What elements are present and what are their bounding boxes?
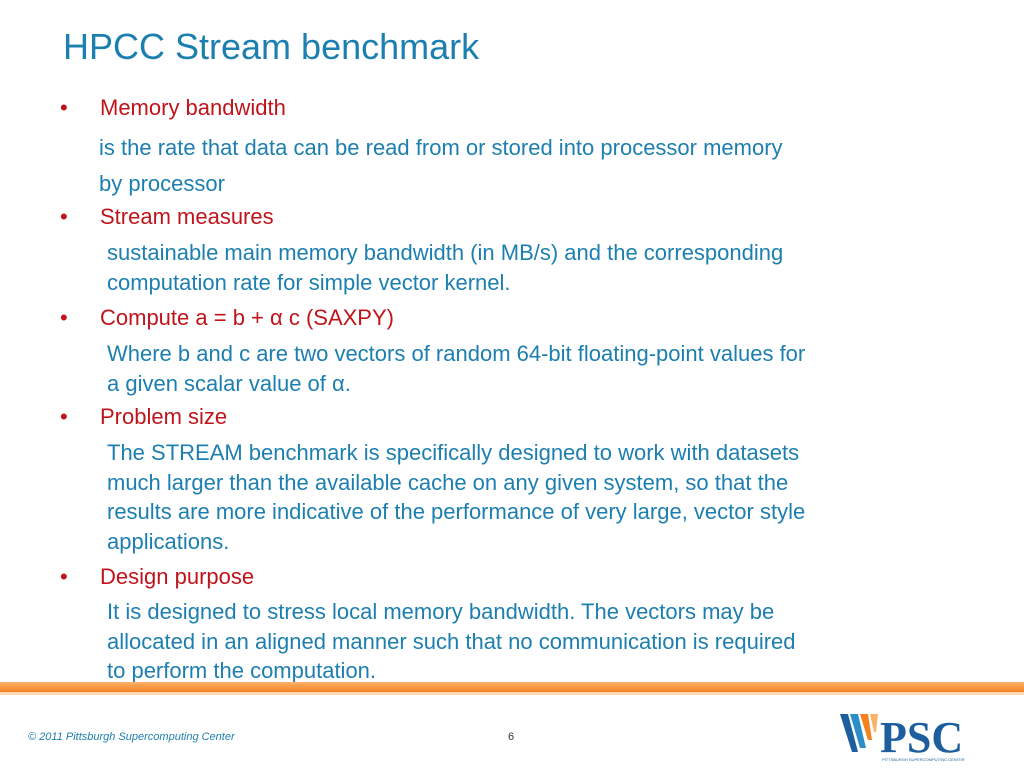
bullet-heading: Memory bandwidth <box>100 95 286 120</box>
slide-title: HPCC Stream benchmark <box>63 26 480 67</box>
bullet-heading: Problem size <box>100 404 228 429</box>
bullet-stream-measures: • Stream measures <box>60 204 274 230</box>
footer-band <box>0 682 1024 692</box>
bullet-body: is the rate that data can be read from o… <box>99 135 783 196</box>
bullet-body: Where b and c are two vectors of random … <box>107 341 806 396</box>
bullet-dot: • <box>60 404 68 429</box>
copyright-text: © 2011 Pittsburgh Supercomputing Center <box>28 731 235 743</box>
bullet-heading: Design purpose <box>100 564 255 589</box>
logo-subtext: PITTSBURGH SUPERCOMPUTING CENTER <box>882 757 965 762</box>
page-number: 6 <box>508 731 515 743</box>
bullet-design-purpose: • Design purpose <box>60 564 254 590</box>
bullet-heading: Compute a = b + α c (SAXPY) <box>100 305 394 330</box>
bullet-problem-size: • Problem size <box>60 404 227 430</box>
bullet-body: It is designed to stress local memory ba… <box>107 599 796 683</box>
psc-logo-icon: PSC PITTSBURGH SUPERCOMPUTING CENTER <box>840 713 965 762</box>
bullet-dot: • <box>60 305 68 330</box>
bullet-memory-bandwidth: • Memory bandwidth <box>60 95 286 121</box>
bullet-dot: • <box>60 564 68 589</box>
logo-text: PSC <box>880 713 963 762</box>
bullet-body: sustainable main memory bandwidth (in MB… <box>107 240 784 295</box>
bullet-dot: • <box>60 204 68 229</box>
bullet-body: The STREAM benchmark is specifically des… <box>107 440 806 554</box>
footer-band-light <box>0 692 1024 695</box>
bullet-heading: Stream measures <box>100 204 274 229</box>
bullet-dot: • <box>60 95 68 120</box>
bullet-compute: • Compute a = b + α c (SAXPY) <box>60 305 394 331</box>
